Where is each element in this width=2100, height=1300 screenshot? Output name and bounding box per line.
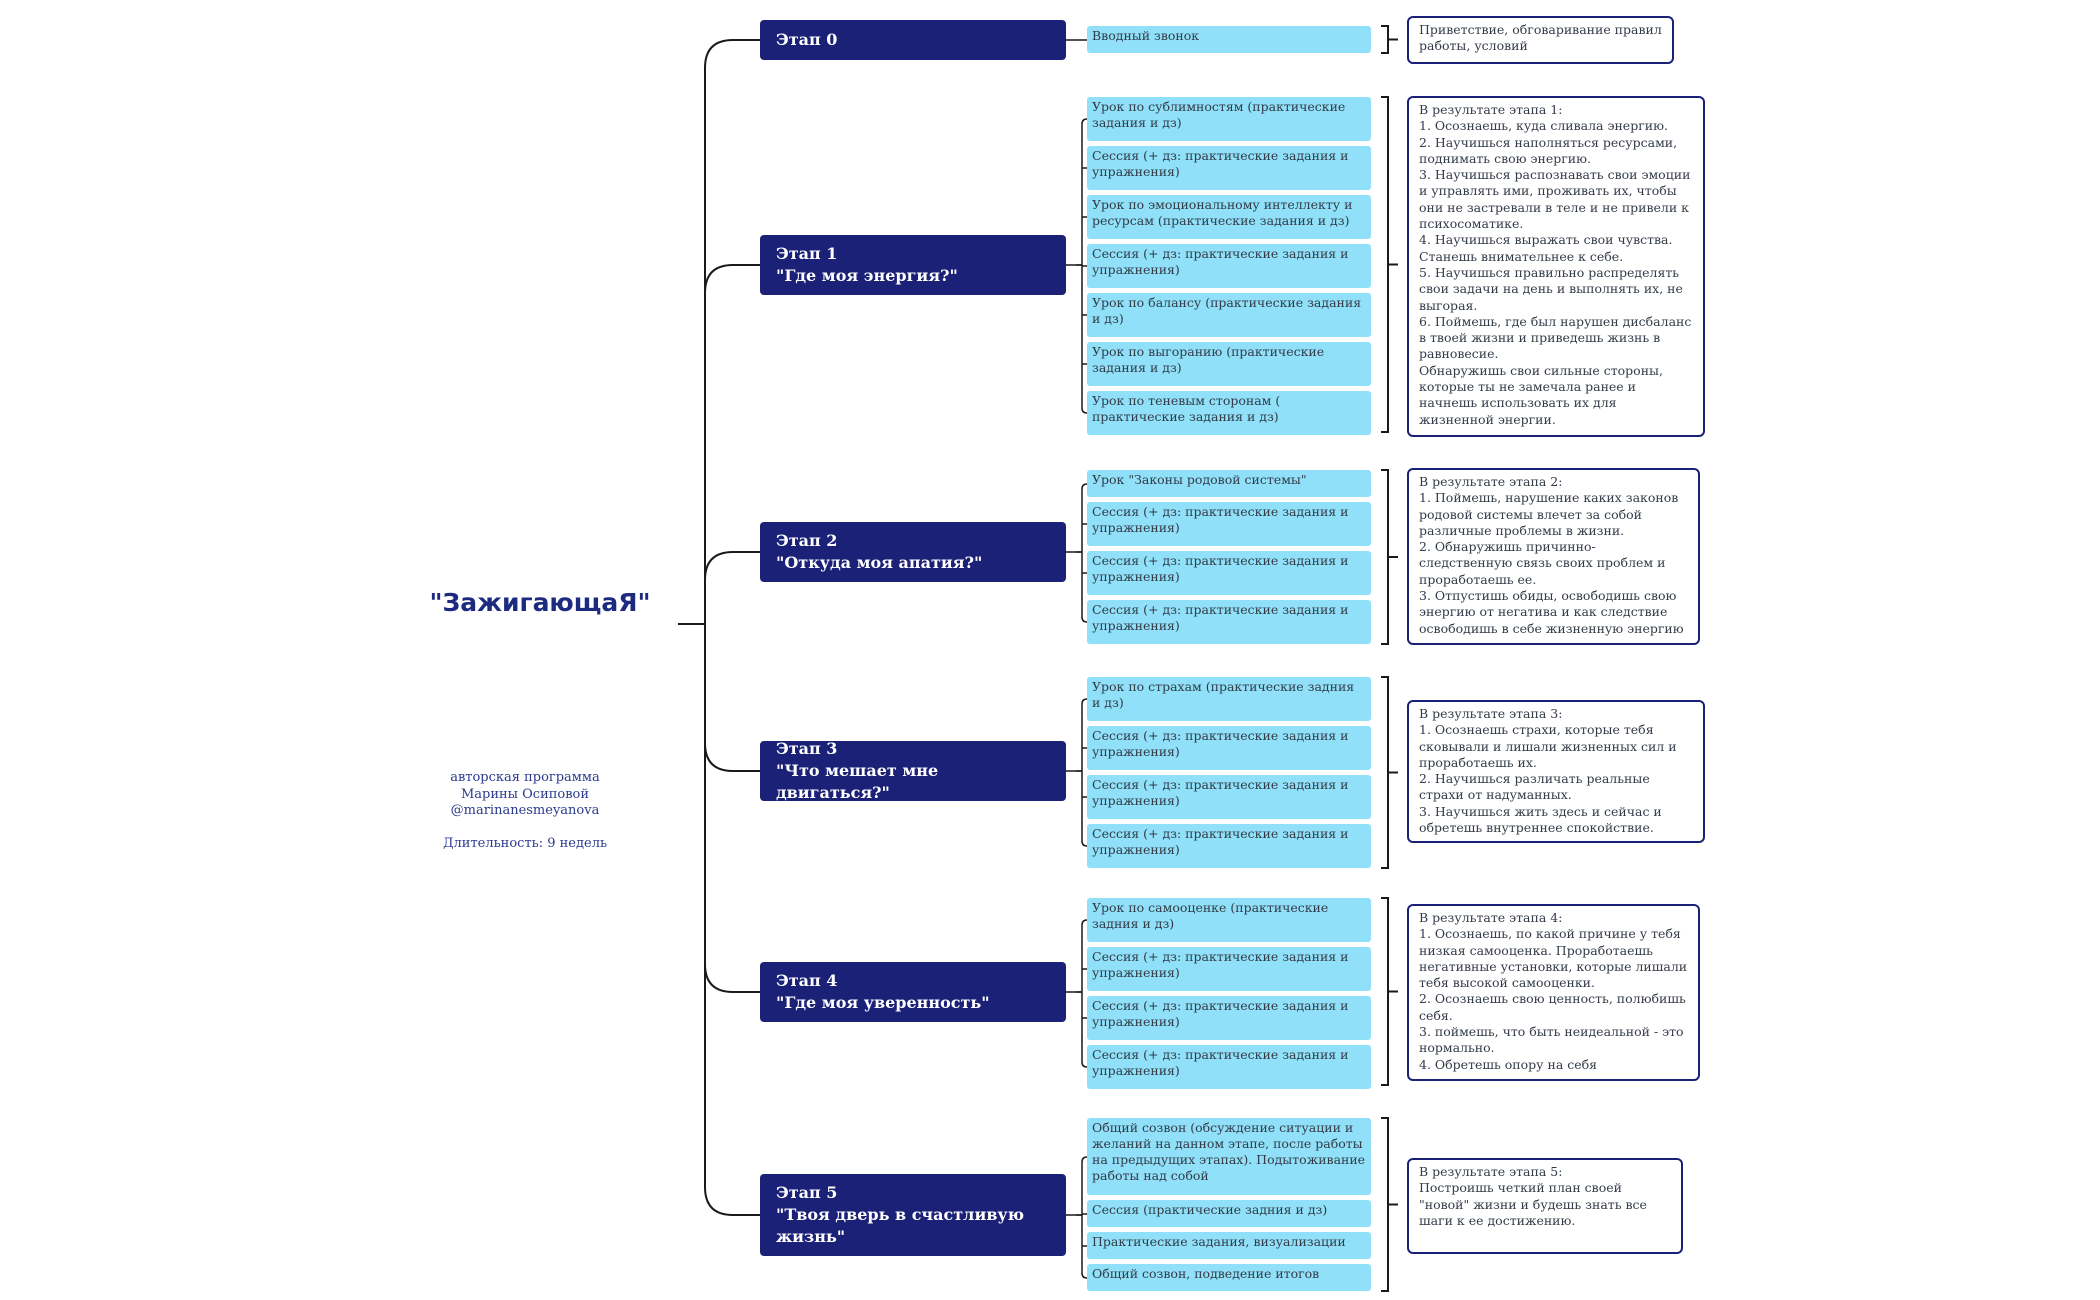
stage-3-result: В результате этапа 3: 1. Осознаешь страх… — [1407, 700, 1705, 843]
stage-5-result: В результате этапа 5: Построишь четкий п… — [1407, 1158, 1683, 1254]
stage-1-item[interactable]: Урок по эмоциональному интеллекту и ресу… — [1087, 195, 1371, 239]
stage-5-item[interactable]: Практические задания, визуализации — [1087, 1232, 1371, 1259]
stage-title: Этап 1 — [776, 244, 838, 263]
stage-3-item[interactable]: Сессия (+ дз: практические задания и упр… — [1087, 726, 1371, 770]
result-bracket — [1381, 469, 1389, 645]
stage-0-node[interactable]: Этап 0 — [760, 20, 1066, 60]
stage-4-item[interactable]: Сессия (+ дз: практические задания и упр… — [1087, 996, 1371, 1040]
stage-1-item[interactable]: Урок по теневым сторонам ( практические … — [1087, 391, 1371, 435]
author-info: авторская программа Марины Осиповой @mar… — [420, 770, 630, 852]
stage-5-node[interactable]: Этап 5 "Твоя дверь в счастливую жизнь" — [760, 1174, 1066, 1256]
stage-5-item[interactable]: Сессия (практические задния и дз) — [1087, 1200, 1371, 1227]
stage-1-item[interactable]: Урок по выгоранию (практические задания … — [1087, 342, 1371, 386]
stage-branch — [704, 624, 760, 772]
item-link — [1081, 118, 1088, 125]
stage-1-result: В результате этапа 1: 1. Осознаешь, куда… — [1407, 96, 1705, 437]
item-link — [1081, 840, 1088, 847]
stage-0-item[interactable]: Вводный звонок — [1087, 26, 1371, 53]
stage-1-item[interactable]: Урок по сублимностям (практические задан… — [1087, 97, 1371, 141]
item-link — [1081, 1156, 1088, 1163]
result-bracket — [1381, 676, 1389, 869]
root-title: "ЗажигающаЯ" — [429, 588, 651, 617]
stage-2-item[interactable]: Сессия (+ дз: практические задания и упр… — [1087, 600, 1371, 644]
stage-4-item[interactable]: Сессия (+ дз: практические задания и упр… — [1087, 1045, 1371, 1089]
stage-0-result: Приветствие, обговаривание правил работы… — [1407, 16, 1674, 64]
item-link — [1081, 1061, 1088, 1068]
program-duration: Длительность: 9 недель — [442, 835, 608, 851]
stage-3-node[interactable]: Этап 3 "Что мешает мне двигаться?" — [760, 739, 1066, 802]
stage-branch — [704, 39, 760, 624]
stage-4-node[interactable]: Этап 4 "Где моя уверенность" — [760, 962, 1066, 1022]
stage-2-result: В результате этапа 2: 1. Поймешь, наруше… — [1407, 468, 1700, 645]
author-name: Марины Осиповой — [460, 786, 590, 802]
stage-3-item[interactable]: Сессия (+ дз: практические задания и упр… — [1087, 775, 1371, 819]
item-link — [1081, 698, 1088, 705]
stage-2-item[interactable]: Сессия (+ дз: практические задания и упр… — [1087, 502, 1371, 546]
stage-3-item[interactable]: Урок по страхам (практические задния и д… — [1087, 677, 1371, 721]
stage-title: Этап 0 — [776, 30, 838, 49]
result-bracket — [1381, 1117, 1389, 1292]
stage-2-node[interactable]: Этап 2 "Откуда моя апатия?" — [760, 522, 1066, 582]
stage-title: Этап 2 — [776, 531, 838, 550]
stage-2-item[interactable]: Сессия (+ дз: практические задания и упр… — [1087, 551, 1371, 595]
stage-subtitle: "Где моя энергия?" — [776, 266, 958, 285]
stage-branch — [704, 624, 760, 993]
author-handle: @marinanesmeyanova — [450, 803, 600, 818]
item-link — [1081, 483, 1088, 490]
stage-5-item[interactable]: Общий созвон (обсуждение ситуации и жела… — [1087, 1118, 1371, 1195]
stage-branch — [704, 551, 760, 624]
stage-title: Этап 3 — [776, 739, 838, 758]
stage-5-item[interactable]: Общий созвон, подведение итогов — [1087, 1264, 1371, 1291]
stage-1-item[interactable]: Сессия (+ дз: практические задания и упр… — [1087, 146, 1371, 190]
item-link — [1081, 919, 1088, 926]
stage-1-node[interactable]: Этап 1 "Где моя энергия?" — [760, 235, 1066, 295]
result-bracket — [1381, 25, 1389, 54]
stage-subtitle: "Откуда моя апатия?" — [776, 553, 983, 572]
stage-title: Этап 5 — [776, 1183, 838, 1202]
stage-subtitle: "Твоя дверь в счастливую жизнь" — [776, 1205, 1025, 1246]
item-link — [1081, 1272, 1088, 1279]
stage-4-item[interactable]: Урок по самооценке (практические задния … — [1087, 898, 1371, 942]
item-link — [1081, 407, 1088, 414]
item-link — [1081, 616, 1088, 623]
stage-4-result: В результате этапа 4: 1. Осознаешь, по к… — [1407, 904, 1700, 1081]
stage-4-item[interactable]: Сессия (+ дз: практические задания и упр… — [1087, 947, 1371, 991]
stage-title: Этап 4 — [776, 971, 838, 990]
stage-branch — [704, 264, 760, 624]
stage-2-item[interactable]: Урок "Законы родовой системы" — [1087, 470, 1371, 497]
stage-branch — [704, 624, 760, 1216]
result-bracket — [1381, 96, 1389, 433]
result-bracket — [1381, 897, 1389, 1086]
stage-subtitle: "Что мешает мне двигаться?" — [776, 761, 939, 802]
stage-1-item[interactable]: Сессия (+ дз: практические задания и упр… — [1087, 244, 1371, 288]
author-line: авторская программа — [450, 770, 600, 785]
stage-1-item[interactable]: Урок по балансу (практические задания и … — [1087, 293, 1371, 337]
stage-3-item[interactable]: Сессия (+ дз: практические задания и упр… — [1087, 824, 1371, 868]
stage-subtitle: "Где моя уверенность" — [776, 993, 990, 1012]
